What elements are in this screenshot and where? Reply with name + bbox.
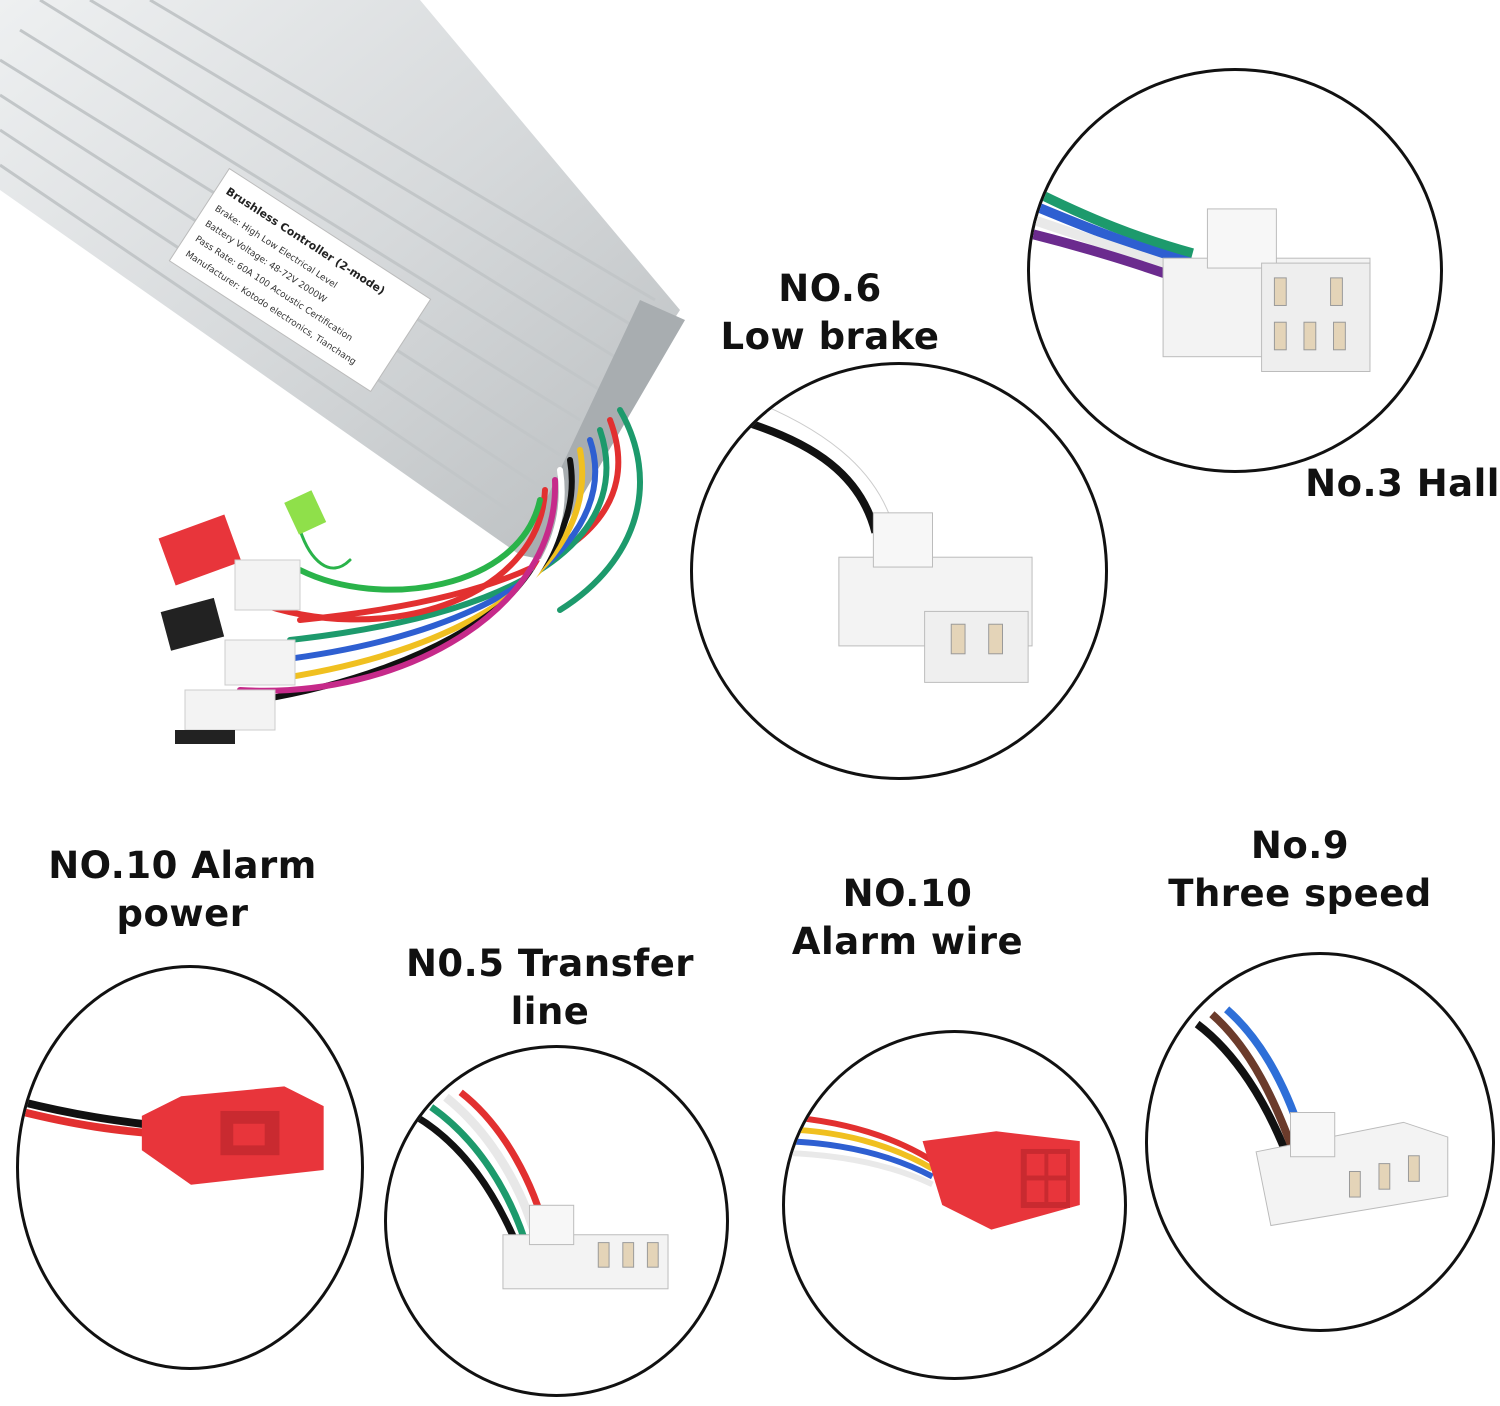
label-hall: No.3 Hall [1300, 460, 1500, 508]
wire-bundle [237, 407, 643, 723]
white-connector-small-3 [184, 689, 276, 731]
label-low-brake-name: Low brake [720, 315, 940, 358]
label-alarm-power-line2: power [116, 892, 249, 935]
alarm-power-connector [19, 1086, 324, 1185]
label-alarm-wire: NO.10 Alarm wire [780, 870, 1035, 966]
label-three-speed-line1: No.9 [1250, 824, 1350, 867]
label-alarm-wire-line1: NO.10 [842, 872, 973, 915]
circle-three-speed [1145, 952, 1495, 1332]
transfer-line-connector [414, 1089, 669, 1290]
low-brake-connector [750, 398, 1033, 683]
label-alarm-power: NO.10 Alarm power [40, 842, 325, 938]
label-three-speed: No.9 Three speed [1165, 822, 1435, 918]
circle-transfer-line [384, 1045, 729, 1397]
circle-low-brake [690, 362, 1108, 780]
label-alarm-power-line1: NO.10 Alarm [48, 844, 317, 887]
circle-alarm-power [16, 965, 364, 1370]
red-connector-small [158, 514, 242, 586]
circle-alarm-wire [782, 1030, 1127, 1380]
three-speed-connector [1194, 1006, 1449, 1227]
white-connector-small-2 [224, 639, 296, 686]
label-low-brake: NO.6 Low brake [715, 265, 945, 361]
green-cap [284, 490, 327, 535]
label-transfer-line-line2: line [510, 990, 590, 1033]
alarm-wire-connector [785, 1113, 1080, 1230]
black-terminal [175, 730, 235, 744]
label-alarm-wire-line2: Alarm wire [791, 920, 1024, 963]
label-low-brake-number: NO.6 [778, 267, 882, 310]
controller-unit: Brushless Controller (2-mode) Brake: Hig… [0, 0, 685, 744]
white-connector-small-1 [234, 559, 301, 611]
label-three-speed-line2: Three speed [1168, 872, 1432, 915]
hall-connector [1030, 184, 1371, 372]
controller-sticker [168, 167, 432, 393]
label-transfer-line-line1: N0.5 Transfer [405, 942, 695, 985]
label-transfer-line: N0.5 Transfer line [400, 940, 700, 1036]
black-connector-small [160, 597, 225, 651]
circle-hall [1027, 68, 1443, 473]
label-hall-text: No.3 Hall [1305, 462, 1500, 505]
